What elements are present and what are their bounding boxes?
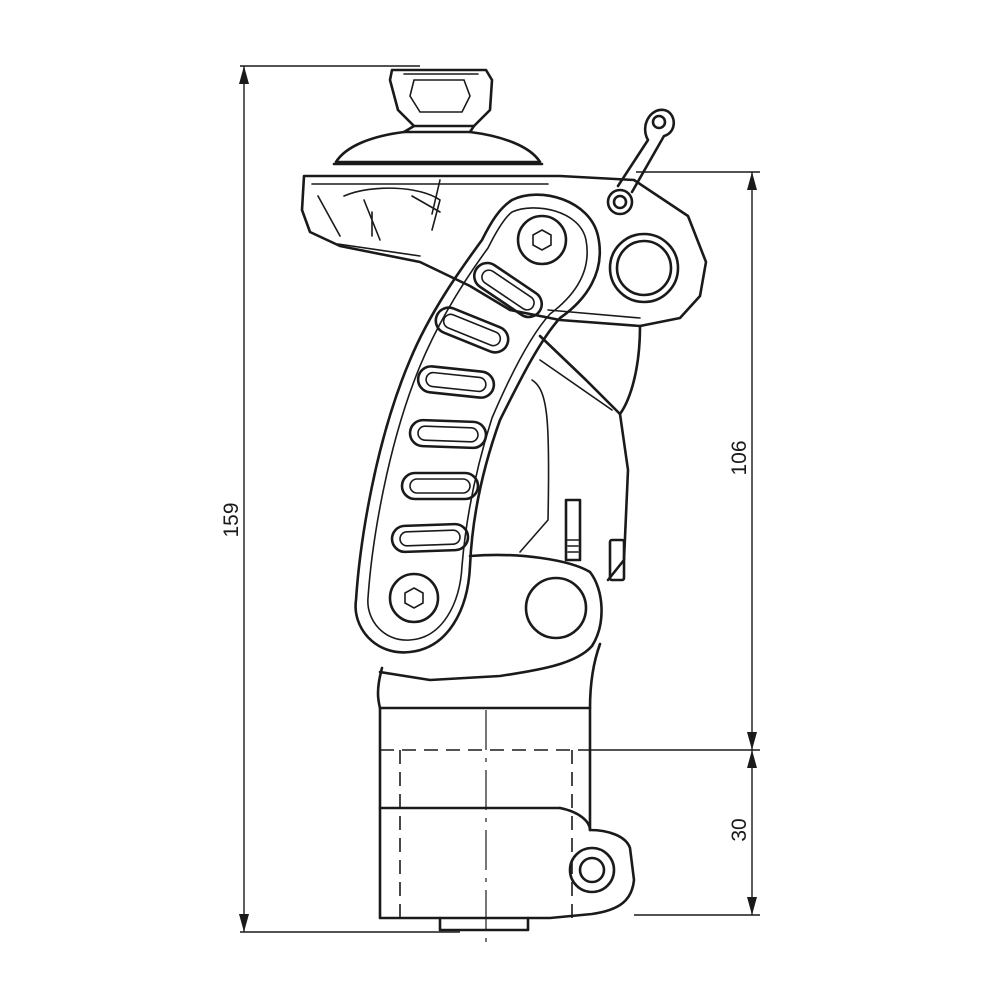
lower-frame xyxy=(378,553,603,682)
upper-axle xyxy=(608,232,680,304)
pyramid-adapter xyxy=(332,68,544,166)
front-link xyxy=(354,193,602,654)
dimension-knee-height: 106 xyxy=(590,171,760,751)
dimension-lower-height: 30 xyxy=(634,750,760,916)
tube-clamp xyxy=(378,706,636,932)
dimension-label-30: 30 xyxy=(728,818,751,841)
neck xyxy=(376,642,602,710)
dimension-label-159: 159 xyxy=(220,502,243,537)
posterior-body xyxy=(519,324,642,582)
dimension-overall-height: 159 xyxy=(220,65,460,933)
dimension-label-106: 106 xyxy=(728,440,751,475)
lever-pin xyxy=(606,108,676,216)
upper-housing xyxy=(300,174,708,328)
link-slots xyxy=(390,261,544,554)
